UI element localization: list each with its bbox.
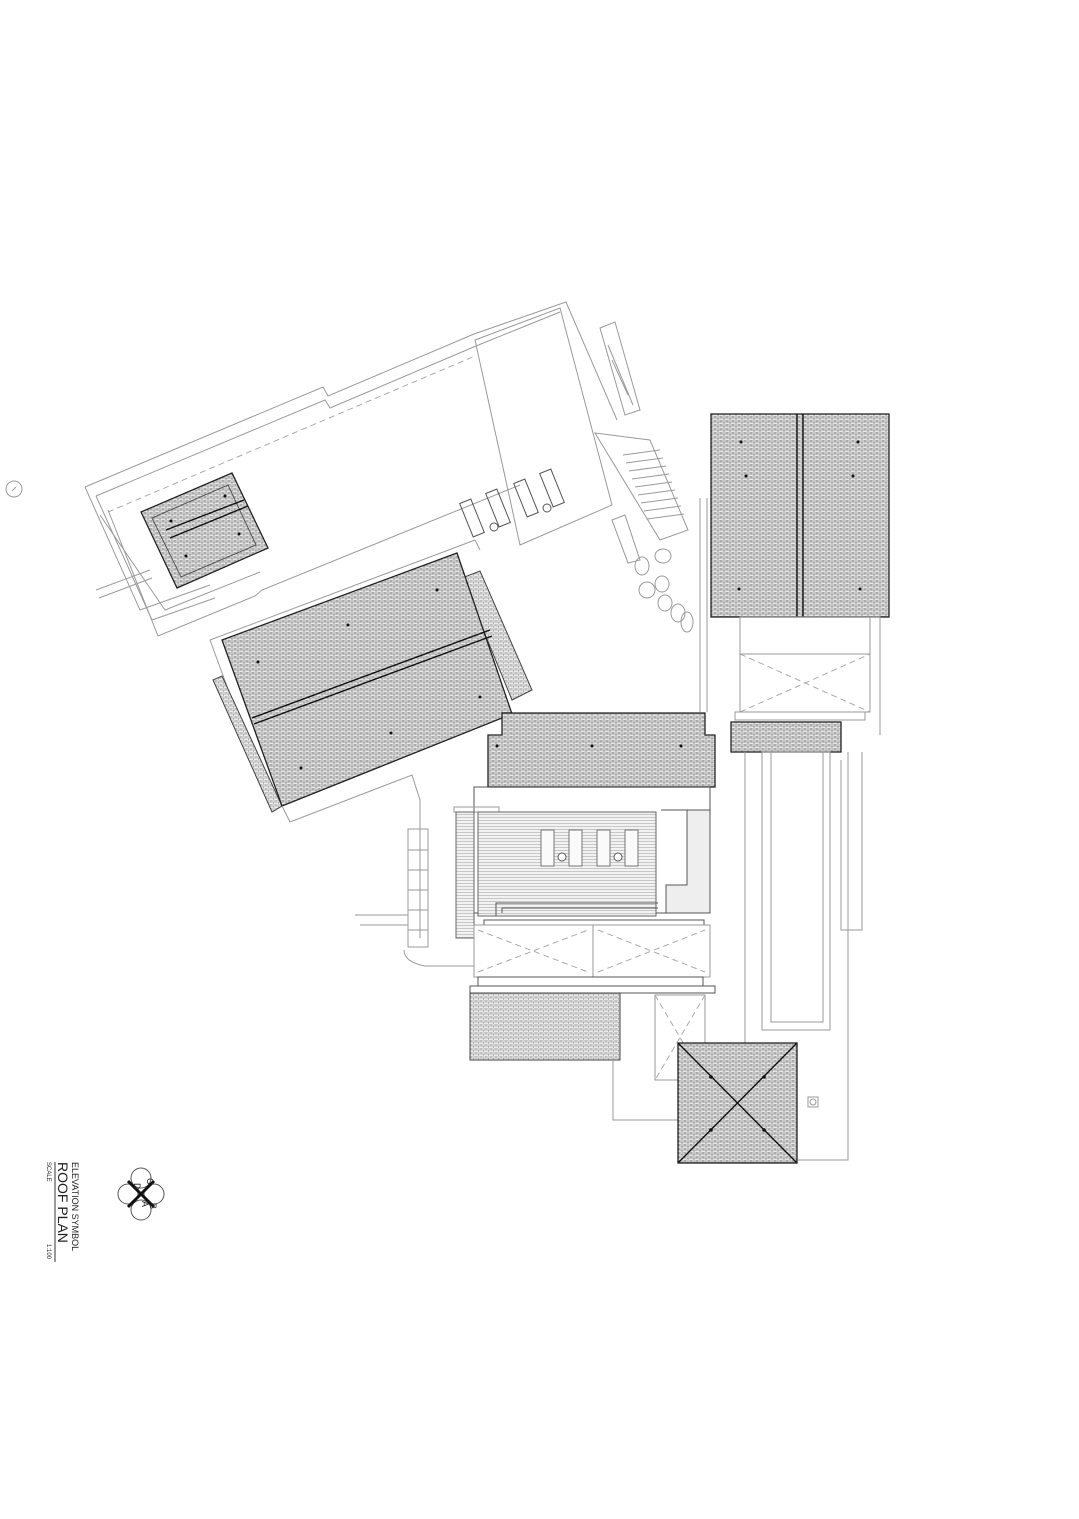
elevation-symbol-label: ELEVATION SYMBOL bbox=[70, 1162, 80, 1251]
grid-marker bbox=[5, 480, 23, 498]
elevation-letter-d: D bbox=[132, 1183, 142, 1190]
elevation-letter-b: B bbox=[148, 1203, 158, 1209]
elevation-letter-a: A bbox=[140, 1201, 150, 1207]
elevation-letter-c: C bbox=[145, 1178, 155, 1185]
pavilion-roof-small bbox=[140, 472, 269, 589]
sun-loungers bbox=[459, 468, 565, 538]
east-wing-roof bbox=[699, 413, 890, 735]
hip-roof bbox=[677, 1042, 798, 1164]
deck-loungers bbox=[540, 829, 639, 867]
main-pavilion-roof bbox=[212, 552, 533, 938]
entry-canopy-roof bbox=[730, 721, 842, 753]
scale-value: 1:100 bbox=[45, 1244, 51, 1260]
drawing-title: ROOF PLAN bbox=[55, 1162, 71, 1243]
stairs bbox=[594, 321, 689, 564]
elevation-symbol: C B A D bbox=[117, 1167, 165, 1221]
stepping-stones bbox=[634, 548, 694, 633]
pool-terrace bbox=[84, 301, 694, 701]
title-block: ELEVATION SYMBOL ROOF PLAN SCALE 1:100 bbox=[45, 1162, 80, 1262]
scale-label: SCALE bbox=[45, 1162, 51, 1182]
deck-area bbox=[355, 786, 716, 994]
lower-roof bbox=[469, 992, 621, 1061]
central-roof bbox=[487, 712, 716, 788]
